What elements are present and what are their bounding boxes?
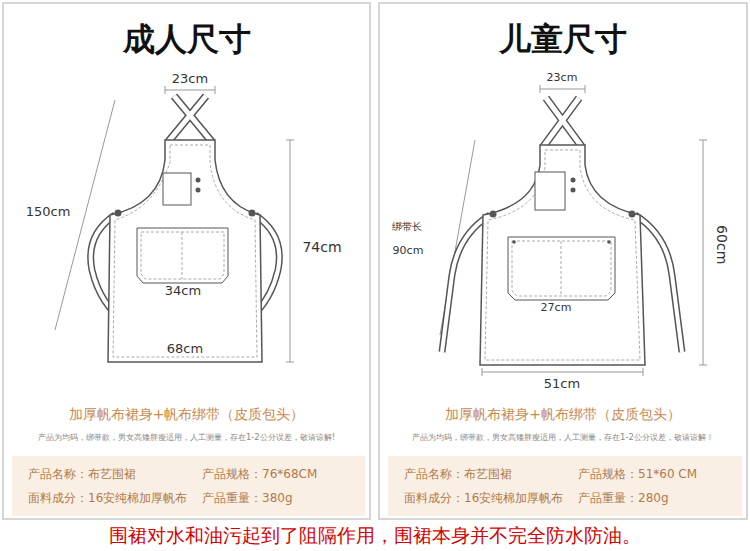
dimension-line (165, 86, 215, 94)
product-spec: 产品重量：280g (578, 490, 669, 507)
product-spec: 产品规格：51*60 CM (578, 466, 697, 483)
dimension-label: 34cm (163, 284, 203, 298)
dimension-label: 27cm (539, 302, 574, 314)
dimension-label: 绑带长 (390, 221, 424, 232)
rivet (607, 240, 611, 244)
grommet (115, 210, 122, 217)
panel-subtitle: 加厚帆布裙身+帆布绑带（皮质包头） (380, 406, 746, 424)
panel-subtitle: 加厚帆布裙身+帆布绑带（皮质包头） (4, 406, 369, 424)
dimension-line (699, 140, 707, 365)
product-spec: 面料成分：16安纯棉加厚帆布 (404, 490, 563, 507)
product-spec: 产品名称：布艺围裙 (28, 466, 136, 483)
product-spec: 产品名称：布艺围裙 (404, 466, 512, 483)
stitching (113, 145, 257, 357)
dimension-label: 51cm (542, 377, 582, 391)
strap (168, 96, 212, 142)
stitching (141, 232, 224, 279)
rivet (196, 178, 201, 183)
dimension-lines (55, 85, 707, 376)
dimension-label: 60cm (714, 223, 729, 266)
adult-apron (91, 96, 280, 362)
front-pocket (137, 228, 228, 283)
strap (168, 96, 212, 142)
stitching (512, 241, 611, 296)
panel-note: 产品为均码，绑带款，男女高矮胖瘦适用，人工测量，存在1-2公分误差，敬请谅解! (4, 432, 369, 444)
product-spec: 产品重量：380g (202, 490, 293, 507)
apron-body (108, 140, 262, 362)
panel-title: 儿童尺寸 (380, 18, 746, 61)
rivet (571, 178, 576, 183)
dimension-label: 23cm (545, 72, 580, 84)
dimension-label: 150cm (24, 205, 73, 219)
dimension-label: 74cm (300, 240, 343, 255)
product-spec: 面料成分：16安纯棉加厚帆布 (28, 490, 187, 507)
dimension-line (482, 368, 643, 376)
rivet (512, 240, 516, 244)
stitching (485, 150, 640, 360)
panel-title: 成人尺寸 (4, 18, 369, 61)
strap (543, 98, 582, 147)
product-info-box: 产品名称：布艺围裙 产品规格：51*60 CM 面料成分：16安纯棉加厚帆布产品重量… (388, 456, 742, 516)
dimension-line (286, 140, 294, 362)
product-info-box: 产品名称：布艺围裙 产品规格：76*68CM 面料成分：16安纯棉加厚帆布产品重量：… (12, 456, 365, 516)
grommet (249, 210, 256, 217)
front-pocket (508, 237, 615, 300)
chest-pocket (163, 173, 191, 205)
chest-pocket (535, 172, 565, 210)
dimension-label: 90cm (391, 245, 426, 257)
dimension-label: 23cm (170, 72, 210, 86)
grommet (490, 211, 497, 218)
panel-note: 产品为均码，绑带款，男女高矮胖瘦适用，人工测量，存在1-2公分误差，敬请谅解！ (380, 432, 746, 444)
rivet (571, 188, 576, 193)
apron-body (480, 145, 645, 365)
rivet (196, 188, 201, 193)
dimension-line (540, 85, 585, 93)
caption: 围裙对水和油污起到了阻隔作用，围裙本身并不完全防水防油。 (0, 523, 750, 549)
dimension-label: 68cm (165, 342, 205, 356)
product-spec: 产品规格：76*68CM (202, 466, 317, 483)
strap (543, 98, 582, 147)
child-apron (442, 98, 682, 365)
grommet (629, 211, 636, 218)
